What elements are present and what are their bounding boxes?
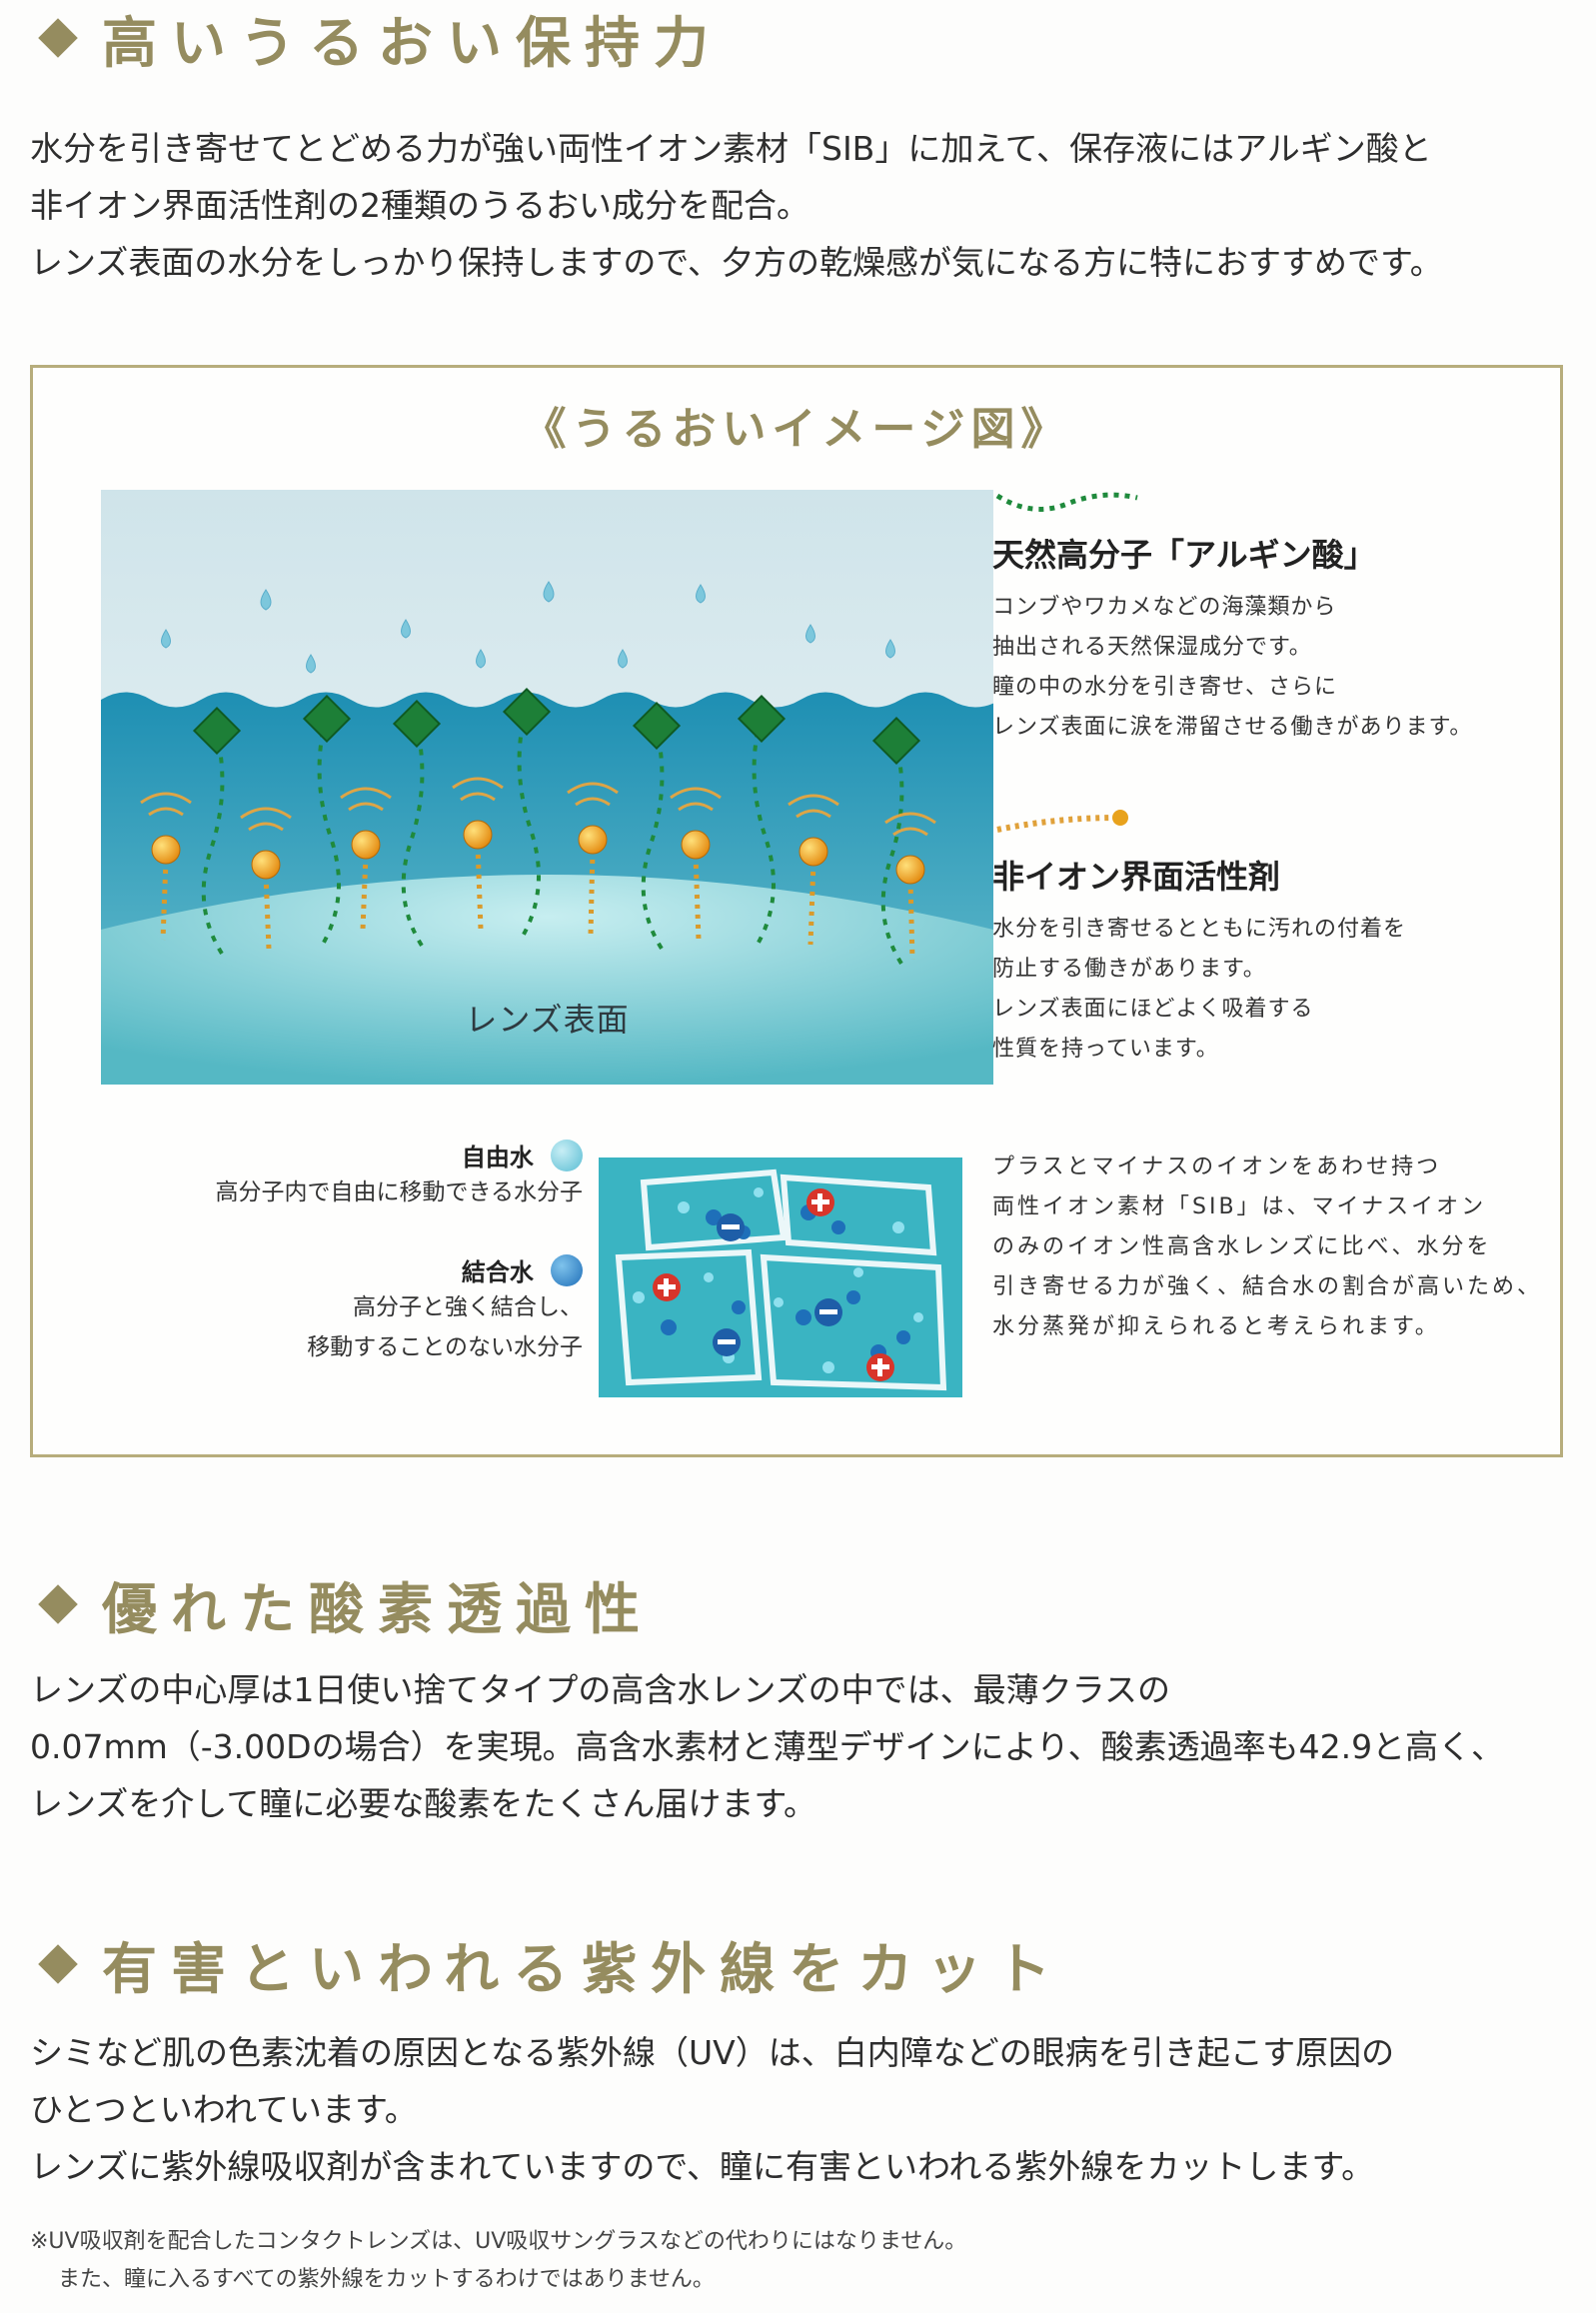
diamond-bullet-icon: [38, 18, 78, 58]
surfactant-desc-line: 防止する働きがあります。: [992, 957, 1266, 982]
alginic-legend: 天然高分子「アルギン酸」 コンブやワカメなどの海藻類から 抽出される天然保湿成分…: [992, 486, 1552, 748]
free-water-desc: 高分子内で自由に移動できる水分子: [215, 1179, 583, 1205]
alginic-desc-line: コンブやワカメなどの海藻類から: [992, 595, 1337, 620]
section-title-text: 高いうるおい保持力: [102, 10, 724, 75]
sib-molecule-svg: [599, 1157, 962, 1397]
paragraph-line: レンズに紫外線吸収剤が含まれていますので、瞳に有害といわれる紫外線をカットします…: [30, 2147, 1375, 2186]
alginic-heads: [192, 687, 921, 766]
minus-ion-icons: [713, 1213, 842, 1356]
section-title-uv: 有害といわれる紫外線をカット: [30, 1924, 1064, 2004]
water-drops: [161, 581, 895, 674]
alginic-title: 天然高分子「アルギン酸」: [992, 536, 1376, 574]
uv-footnotes: ※UV吸収剤を配合したコンタクトレンズは、UV吸収サングラスなどの代わりにはなり…: [30, 2223, 1589, 2299]
moisture-diagram-box: 《うるおいイメージ図》: [30, 365, 1563, 1457]
bound-water-dot-icon: [551, 1253, 583, 1286]
diagram-title: 《うるおいイメージ図》: [522, 404, 1071, 455]
paragraph-line: 0.07mm（-3.00Dの場合）を実現。高含水素材と薄型デザインにより、酸素透…: [30, 1727, 1505, 1766]
alginic-chain-icon: [995, 492, 1138, 512]
alginic-chains: [201, 709, 907, 972]
bound-water-row: 結合水: [63, 1252, 583, 1287]
bound-water-desc-line: 移動することのない水分子: [307, 1334, 583, 1360]
diamond-bullet-icon: [38, 1944, 78, 1984]
footnote-line: ※UV吸収剤を配合したコンタクトレンズは、UV吸収サングラスなどの代わりにはなり…: [30, 2229, 967, 2254]
surfactant-desc-line: 水分を引き寄せるとともに汚れの付着を: [992, 917, 1407, 942]
surfactant-heads: [151, 820, 925, 885]
alginic-desc-line: レンズ表面に涙を滞留させる働きがあります。: [992, 715, 1473, 740]
uv-paragraph: シミなど肌の色素沈着の原因となる紫外線（UV）は、白内障などの眼病を引き起こす原…: [30, 2024, 1589, 2195]
surfactant-chains: [160, 844, 915, 961]
attraction-waves: [140, 777, 936, 837]
water-type-legend: 自由水 高分子内で自由に移動できる水分子 結合水 高分子と強く結合し、 移動する…: [63, 1138, 583, 1367]
paragraph-line: ひとつといわれています。: [30, 2090, 418, 2129]
alginic-desc-line: 抽出される天然保湿成分です。: [992, 635, 1312, 660]
moisture-paragraph: 水分を引き寄せてとどめる力が強い両性イオン素材「SIB」に加えて、保存液にはアル…: [30, 120, 1589, 291]
footnote-line: また、瞳に入るすべての紫外線をカットするわけではありません。: [58, 2267, 715, 2292]
paragraph-line: レンズを介して瞳に必要な酸素をたくさん届けます。: [30, 1784, 817, 1823]
lens-surface-label: レンズ表面: [465, 1001, 630, 1039]
section-title-text: 優れた酸素透過性: [102, 1576, 655, 1641]
sib-explanation: プラスとマイナスのイオンをあわせ持つ 両性イオン素材「SIB」は、マイナスイオン…: [992, 1148, 1552, 1347]
surfactant-legend: 非イオン界面活性剤 水分を引き寄せるとともに汚れの付着を 防止する働きがあります…: [992, 808, 1552, 1070]
section-title-oxygen: 優れた酸素透過性: [30, 1564, 654, 1644]
paragraph-line: 水分を引き寄せてとどめる力が強い両性イオン素材「SIB」に加えて、保存液にはアル…: [30, 129, 1432, 168]
paragraph-line: レンズ表面の水分をしっかり保持しますので、夕方の乾燥感が気になる方に特におすすめ…: [30, 243, 1443, 282]
moisture-illustration-svg: [101, 490, 993, 1085]
section-title-moisture: 高いうるおい保持力: [30, 0, 723, 78]
paragraph-line: レンズの中心厚は1日使い捨てタイプの高含水レンズの中では、最薄クラスの: [30, 1670, 1171, 1709]
moisture-illustration: レンズ表面: [101, 490, 993, 1085]
oxygen-paragraph: レンズの中心厚は1日使い捨てタイプの高含水レンズの中では、最薄クラスの 0.07…: [30, 1661, 1589, 1832]
surfactant-chain-icon: [996, 810, 1128, 833]
paragraph-line: シミなど肌の色素沈着の原因となる紫外線（UV）は、白内障などの眼病を引き起こす原…: [30, 2033, 1395, 2072]
free-water-row: 自由水: [63, 1138, 583, 1172]
sib-text-line: 引き寄せる力が強く、結合水の割合が高いため、: [992, 1274, 1543, 1299]
sib-text-line: 両性イオン素材「SIB」は、マイナスイオン: [992, 1194, 1487, 1219]
alginic-desc-line: 瞳の中の水分を引き寄せ、さらに: [992, 675, 1338, 700]
free-water-name: 自由水: [461, 1144, 534, 1171]
section-title-text: 有害といわれる紫外線をカット: [102, 1936, 1065, 2001]
plus-ion-icons: [653, 1188, 894, 1381]
surfactant-desc-line: 性質を持っています。: [992, 1037, 1219, 1062]
bound-water-desc-line: 高分子と強く結合し、: [353, 1294, 583, 1320]
free-water-dot-icon: [551, 1139, 583, 1171]
surfactant-desc-line: レンズ表面にほどよく吸着する: [992, 997, 1314, 1022]
surfactant-title: 非イオン界面活性剤: [992, 858, 1281, 896]
sib-text-line: 水分蒸発が抑えられると考えられます。: [992, 1314, 1440, 1339]
sib-text-line: のみのイオン性高含水レンズに比べ、水分を: [992, 1234, 1492, 1259]
sib-molecule-illustration: [599, 1157, 962, 1397]
sib-text-line: プラスとマイナスのイオンをあわせ持つ: [992, 1155, 1442, 1179]
diamond-bullet-icon: [38, 1584, 78, 1624]
bound-water-name: 結合水: [461, 1258, 534, 1286]
paragraph-line: 非イオン界面活性剤の2種類のうるおい成分を配合。: [30, 186, 809, 225]
